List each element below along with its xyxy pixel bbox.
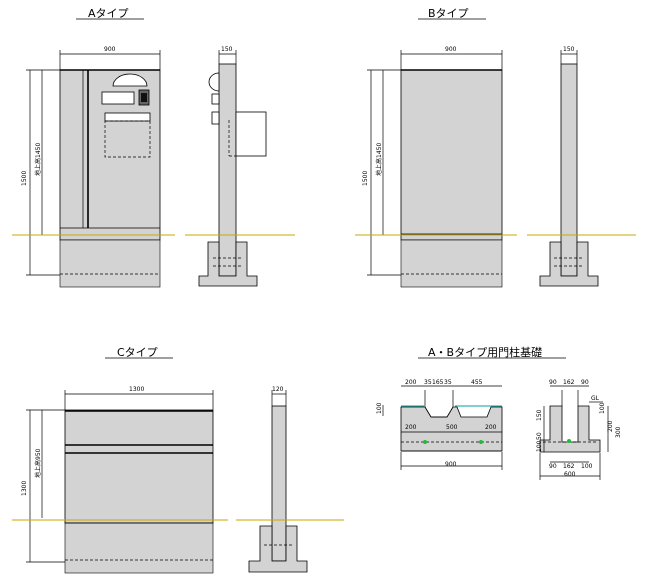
mailbox-outline [104,120,151,158]
svg-text:200: 200 [405,424,417,431]
foundation-front-view: 200 35 165 35 455 100 200 500 200 900 [376,379,503,470]
svg-text:Cタイプ: Cタイプ [117,346,158,359]
svg-text:1300: 1300 [21,481,28,496]
nameplate [101,91,135,105]
c-type-front-view: 1300 1300 地上高950 [21,386,214,574]
svg-text:150: 150 [536,409,543,421]
svg-text:300: 300 [615,426,622,438]
title-a-type: Aタイプ [76,7,144,20]
svg-text:100: 100 [581,463,593,470]
svg-text:165: 165 [432,379,444,386]
svg-text:120: 120 [272,386,284,393]
svg-text:100: 100 [599,402,606,414]
svg-text:162: 162 [563,463,575,470]
svg-text:A・Bタイプ用門柱基礎: A・Bタイプ用門柱基礎 [428,345,542,359]
svg-text:200: 200 [405,379,417,386]
svg-text:900: 900 [445,46,457,53]
a-type-front-view: 900 1500 地上高1450 [21,46,161,288]
svg-text:Aタイプ: Aタイプ [88,7,129,20]
svg-text:地上高1450: 地上高1450 [375,143,383,176]
svg-text:150: 150 [563,46,575,53]
svg-text:90: 90 [549,379,557,386]
svg-text:100: 100 [376,402,383,414]
svg-text:1500: 1500 [362,171,369,186]
svg-text:35: 35 [444,379,452,386]
light-dome-icon [112,73,148,87]
svg-text:35: 35 [424,379,432,386]
title-c-type: Cタイプ [105,346,173,359]
title-foundation: A・Bタイプ用門柱基礎 [418,345,566,359]
svg-text:600: 600 [564,471,576,478]
svg-text:200: 200 [607,420,614,432]
svg-text:900: 900 [104,46,116,53]
svg-text:90: 90 [581,379,589,386]
svg-text:地上高950: 地上高950 [34,448,42,478]
svg-text:地上高1450: 地上高1450 [34,143,42,176]
b-type-front-view: 900 1500 地上高1450 [362,46,503,288]
ground-lines [12,234,636,521]
svg-text:455: 455 [471,379,483,386]
svg-text:162: 162 [563,379,575,386]
svg-text:100: 100 [536,440,543,452]
b-type-side-view: 150 [539,46,599,287]
svg-text:1500: 1500 [21,171,28,186]
svg-text:150: 150 [221,46,233,53]
foundation-side-view: 90 162 90 GL 100 200 300 150 50 100 90 1… [536,379,622,480]
svg-text:1300: 1300 [129,386,144,393]
svg-text:90: 90 [549,463,557,470]
svg-text:200: 200 [485,424,497,431]
svg-text:500: 500 [446,424,458,431]
title-b-type: Bタイプ [418,7,486,20]
c-type-side-view: 120 [248,386,308,573]
svg-text:GL: GL [591,395,600,402]
a-type-side-view: 150 [198,46,267,287]
mail-slot [104,112,151,122]
svg-text:900: 900 [445,461,457,468]
svg-text:50: 50 [536,432,543,440]
svg-text:Bタイプ: Bタイプ [428,7,469,20]
